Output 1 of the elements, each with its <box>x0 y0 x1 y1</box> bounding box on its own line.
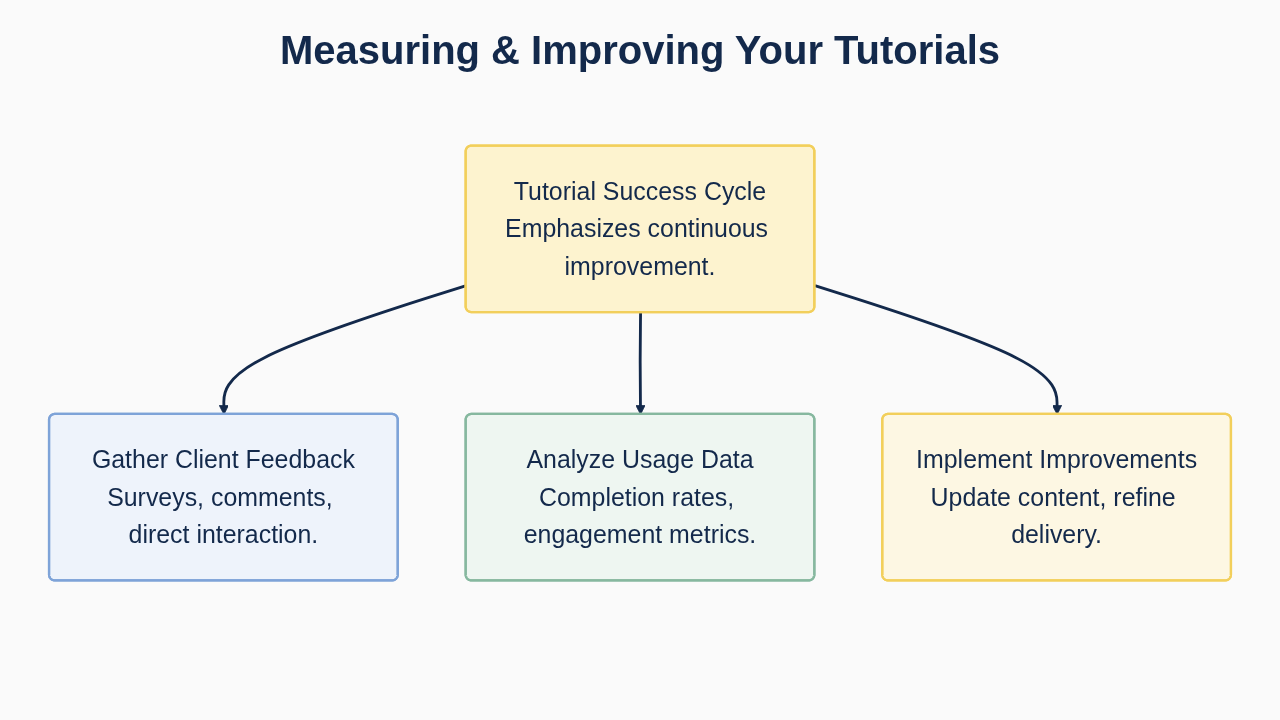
title: Measuring & Improving Your Tutorials <box>278 28 1002 73</box>
